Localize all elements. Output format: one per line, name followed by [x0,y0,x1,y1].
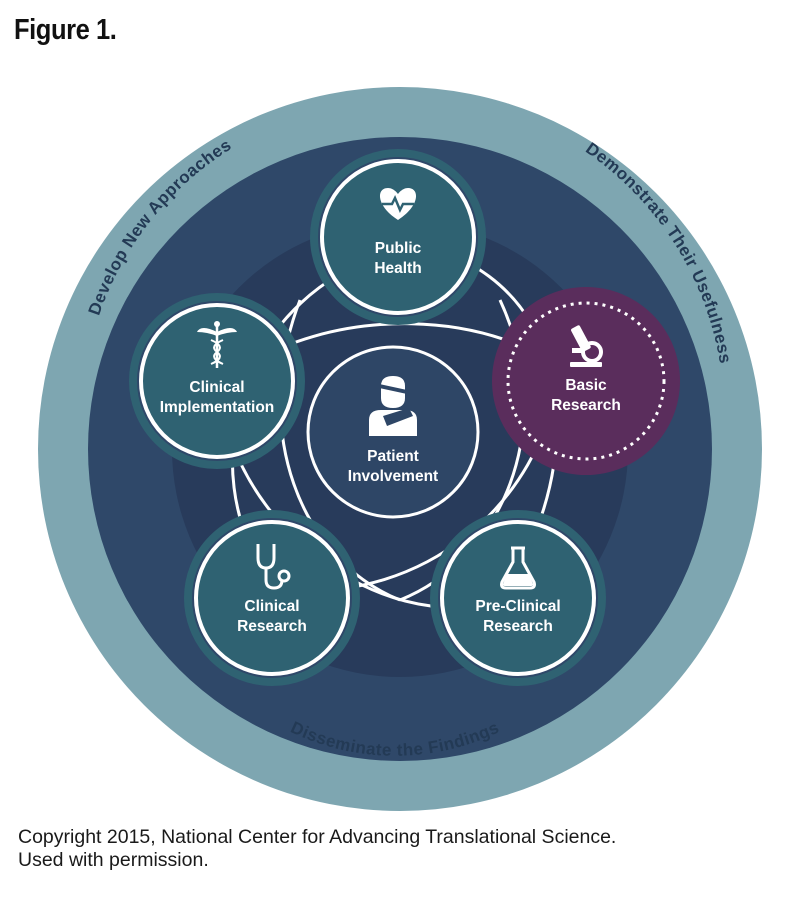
node-clinical-research-line2: Research [237,618,307,635]
node-basic-research-line2: Research [551,397,621,414]
center-label-line2: Involvement [348,468,438,485]
node-pre-clinical-research-line2: Research [483,618,553,635]
center-label-line1: Patient [367,448,419,465]
node-public-health: Public Health [310,149,486,325]
figure-title: Figure 1. [14,14,117,46]
node-pre-clinical-research-line1: Pre-Clinical [475,598,560,615]
node-clinical-research: Clinical Research [184,510,360,686]
node-pre-clinical-research: Pre-Clinical Research [430,510,606,686]
copyright-notice: Copyright 2015, National Center for Adva… [18,826,616,872]
heart-pulse-icon [379,188,417,220]
node-public-health-line1: Public [375,240,422,257]
node-clinical-research-line1: Clinical [244,598,299,615]
node-clinical-implementation-line2: Implementation [160,399,275,416]
stethoscope-icon [256,544,291,590]
copyright-line2: Used with permission. [18,849,209,871]
node-public-health-line2: Health [374,260,421,277]
node-basic-research: Basic Research [492,287,680,475]
node-clinical-implementation: Clinical Implementation [129,293,305,469]
microscope-icon [570,325,603,367]
copyright-line1: Copyright 2015, National Center for Adva… [18,826,617,848]
caduceus-icon [197,321,237,368]
node-basic-research-line1: Basic [565,377,607,394]
translational-science-diagram: Develop New Approaches Demonstrate Their… [38,87,762,811]
patient-with-sling-icon [369,376,417,436]
node-clinical-implementation-line1: Clinical [189,379,244,396]
flask-icon [500,546,536,590]
